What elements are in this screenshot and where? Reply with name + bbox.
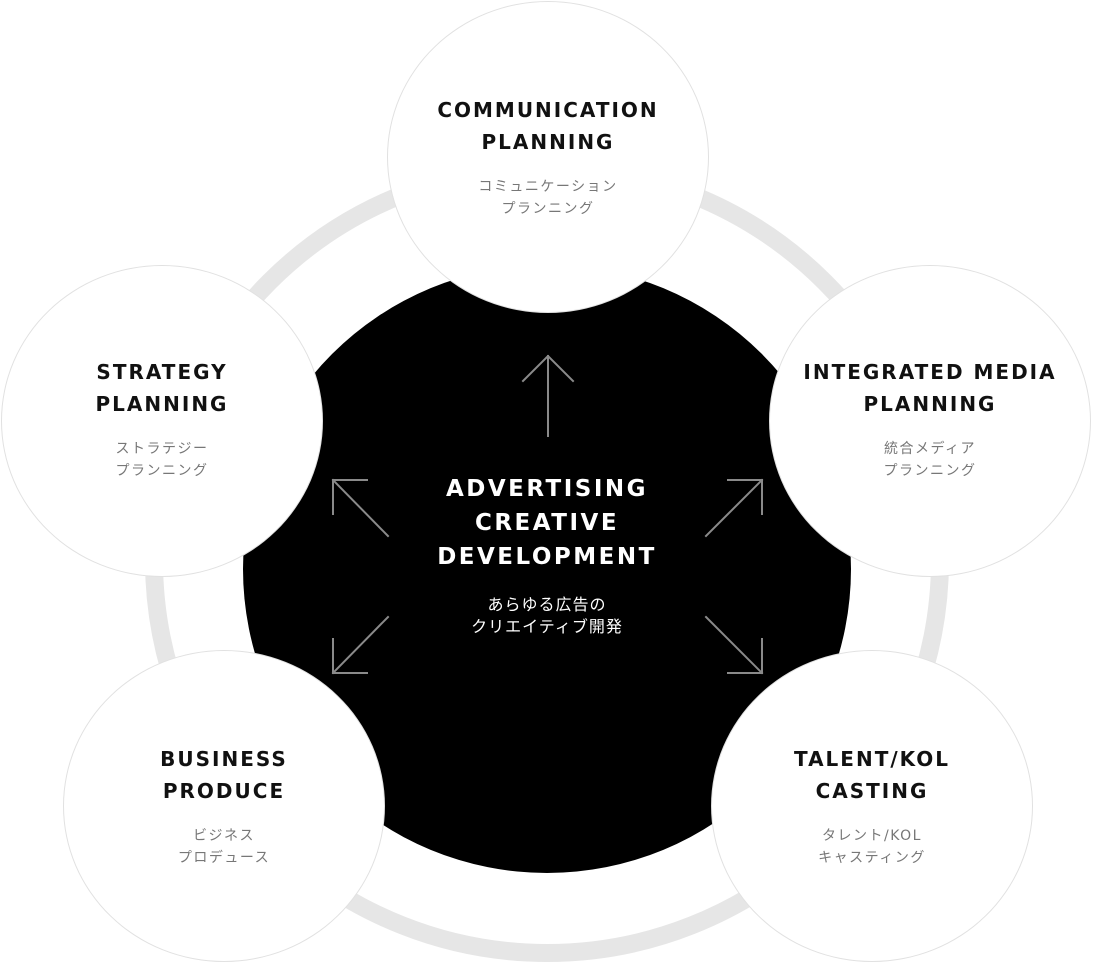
arrow-up-left-icon [331, 478, 390, 538]
node-title: BUSINESS PRODUCE [160, 747, 288, 803]
center-subtitle: あらゆる広告の クリエイティブ開発 [471, 595, 623, 636]
arrow-down-right-icon [704, 615, 764, 675]
node-subtitle: コミュニケーション プランニング [478, 179, 618, 217]
node-strategy-planning: STRATEGY PLANNING ストラテジー プランニング [1, 265, 323, 577]
center-title: ADVERTISING CREATIVE DEVELOPMENT [437, 476, 657, 570]
center-hub-text: ADVERTISING CREATIVE DEVELOPMENT あらゆる広告の… [397, 472, 697, 638]
arrow-up-right-icon [704, 478, 764, 538]
node-subtitle: 統合メディア プランニング [883, 441, 977, 479]
node-title: TALENT/KOL CASTING [793, 747, 950, 803]
node-subtitle: タレント/KOL キャスティング [818, 828, 926, 866]
node-title: STRATEGY PLANNING [95, 360, 229, 416]
arrow-up-icon [521, 354, 575, 437]
node-integrated-media-planning: INTEGRATED MEDIA PLANNING 統合メディア プランニング [769, 265, 1091, 577]
node-subtitle: ストラテジー プランニング [115, 441, 209, 479]
node-title: INTEGRATED MEDIA PLANNING [803, 360, 1057, 416]
node-subtitle: ビジネス プロデュース [177, 828, 271, 866]
node-title: COMMUNICATION PLANNING [437, 98, 659, 154]
arrow-down-left-icon [331, 615, 390, 675]
node-communication-planning: COMMUNICATION PLANNING コミュニケーション プランニング [387, 1, 709, 313]
node-business-produce: BUSINESS PRODUCE ビジネス プロデュース [63, 650, 385, 962]
node-talent-kol-casting: TALENT/KOL CASTING タレント/KOL キャスティング [711, 650, 1033, 962]
